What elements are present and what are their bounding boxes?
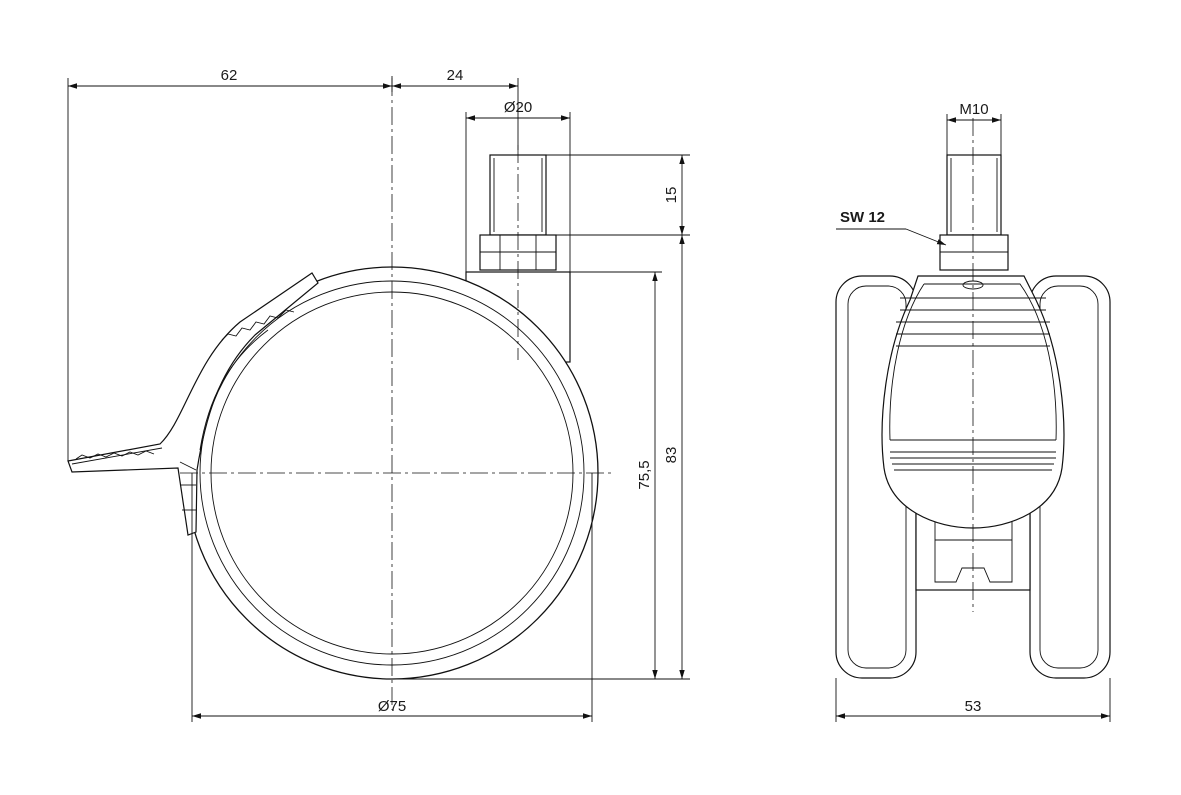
dimension-stem-diameter: Ø20 — [504, 99, 532, 116]
dimension-wheel-diameter: Ø75 — [378, 698, 406, 715]
dimension-thread-length: 15 — [663, 187, 680, 204]
label-wrench-size: SW 12 — [840, 209, 885, 226]
dimension-total-height: 83 — [663, 447, 680, 464]
dimension-stem-offset: 24 — [447, 67, 464, 84]
side-view: 62 24 Ø20 15 83 75,5 Ø75 — [67, 67, 690, 722]
dimension-axle-height: 75,5 — [636, 460, 653, 489]
dimension-total-width: 53 — [965, 698, 982, 715]
front-hex-nut — [939, 234, 1009, 271]
dimension-thread-size: M10 — [959, 101, 988, 118]
front-threaded-stem — [946, 154, 1002, 236]
dimension-left-offset: 62 — [221, 67, 238, 84]
front-view: M10 SW 12 53 — [835, 101, 1111, 722]
brake-pedal — [67, 272, 319, 536]
